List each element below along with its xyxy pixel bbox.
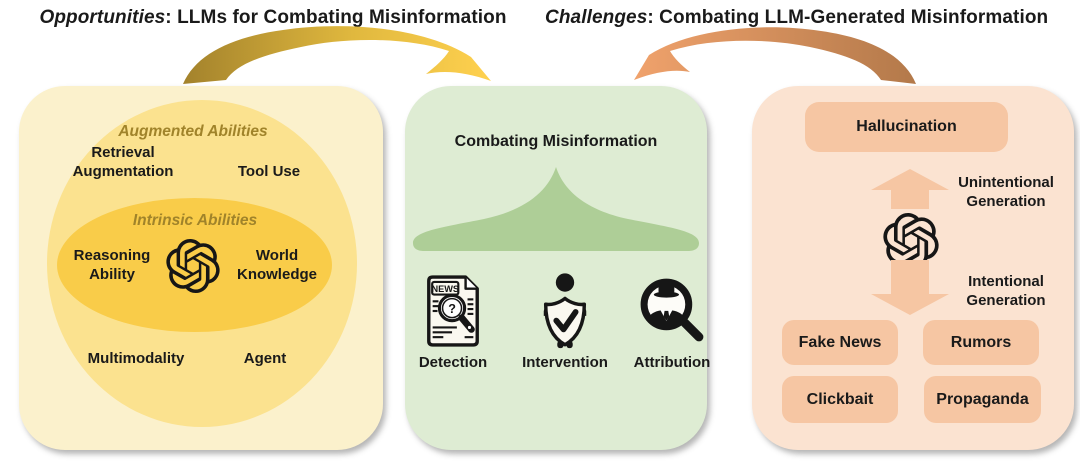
intrinsic-abilities-ellipse (57, 198, 332, 332)
intervention-label: Intervention (522, 354, 608, 371)
down-arrow-icon (871, 260, 949, 315)
llm-abilities-panel: Augmented Abilities Retrieval Augmentati… (19, 86, 383, 450)
opportunities-header-rest: : LLMs for Combating Misinformation (165, 7, 507, 28)
retrieval-augmentation-label: Retrieval Augmentation (72, 144, 174, 180)
hallucination-label: Hallucination (856, 118, 957, 135)
news-banner-text: NEWS (431, 284, 459, 294)
detection-item: NEWS ? Detection (405, 272, 501, 371)
reasoning-ability-label: Reasoning Ability (73, 247, 151, 283)
attribution-magnifier-icon (640, 278, 704, 342)
rumors-box: Rumors (923, 320, 1039, 365)
opportunities-header: Opportunities: LLMs for Combating Misinf… (33, 7, 513, 29)
intervention-shield-icon (543, 273, 587, 349)
propaganda-label: Propaganda (936, 390, 1029, 408)
challenges-header: Challenges: Combating LLM-Generated Misi… (545, 7, 1049, 29)
attribution-item: Attribution (622, 270, 722, 371)
detection-news-icon: NEWS ? (427, 275, 479, 347)
opportunities-header-italic: Opportunities (39, 7, 166, 28)
challenges-header-rest: : Combating LLM-Generated Misinformation (647, 7, 1049, 28)
brace-shape (413, 167, 699, 251)
clickbait-label: Clickbait (806, 390, 874, 408)
question-mark-glyph: ? (448, 302, 456, 316)
opportunities-curved-arrow (183, 26, 491, 84)
detection-label: Detection (418, 354, 488, 371)
tool-use-label: Tool Use (237, 163, 301, 180)
challenges-curved-arrow (634, 27, 916, 85)
clickbait-box: Clickbait (782, 376, 898, 423)
intrinsic-abilities-label: Intrinsic Abilities (132, 212, 258, 229)
up-arrow-icon (871, 169, 949, 209)
hallucination-box: Hallucination (805, 102, 1008, 152)
multimodality-label: Multimodality (87, 350, 185, 367)
openai-logo-icon (883, 213, 939, 269)
combating-misinformation-title: Combating Misinformation (454, 133, 658, 150)
intentional-generation-label: Intentional Generation (966, 273, 1046, 309)
combating-misinformation-panel: Combating Misinformation NEWS ? (405, 86, 710, 450)
llm-misinformation-panel: Hallucination Unintentional Generation I… (752, 86, 1074, 450)
unintentional-generation-label: Unintentional Generation (958, 174, 1054, 210)
fake-news-box: Fake News (782, 320, 898, 365)
augmented-abilities-label: Augmented Abilities (118, 123, 268, 140)
agent-label: Agent (243, 350, 287, 367)
intervention-item: Intervention (517, 272, 613, 371)
propaganda-box: Propaganda (924, 376, 1041, 423)
challenges-header-italic: Challenges (545, 7, 648, 28)
fake-news-label: Fake News (798, 333, 882, 351)
world-knowledge-label: World Knowledge (236, 247, 317, 283)
rumors-label: Rumors (950, 333, 1012, 351)
attribution-label: Attribution (633, 354, 711, 371)
openai-logo-icon (166, 239, 220, 293)
